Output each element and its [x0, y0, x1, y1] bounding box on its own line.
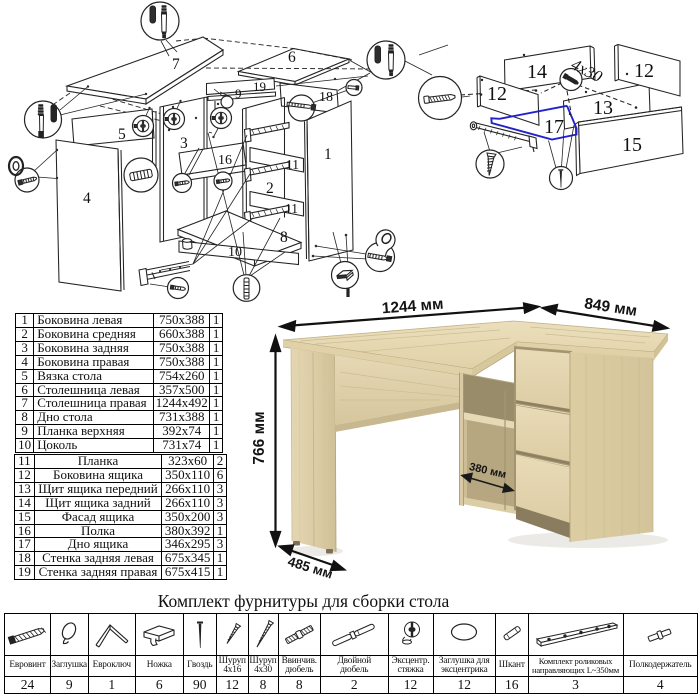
svg-text:4: 4 — [83, 190, 91, 207]
svg-text:7: 7 — [172, 56, 180, 73]
svg-text:8: 8 — [280, 229, 288, 246]
svg-text:3: 3 — [180, 135, 188, 152]
svg-text:11: 11 — [285, 201, 298, 216]
svg-text:5: 5 — [118, 126, 126, 143]
svg-text:1: 1 — [324, 146, 332, 163]
svg-text:17: 17 — [544, 116, 564, 138]
svg-text:1244 мм: 1244 мм — [381, 296, 444, 318]
svg-text:14: 14 — [527, 61, 547, 83]
svg-text:10: 10 — [228, 245, 242, 260]
svg-text:13: 13 — [593, 97, 613, 119]
svg-text:15: 15 — [622, 134, 642, 156]
svg-text:11: 11 — [286, 157, 299, 172]
svg-text:766 мм: 766 мм — [251, 411, 268, 464]
svg-text:16: 16 — [218, 153, 232, 168]
svg-text:9: 9 — [235, 86, 242, 101]
svg-text:12: 12 — [634, 60, 654, 82]
svg-text:19: 19 — [253, 79, 266, 94]
svg-text:18: 18 — [319, 90, 333, 105]
svg-text:6: 6 — [288, 49, 296, 66]
svg-text:12: 12 — [487, 83, 507, 105]
svg-text:2: 2 — [266, 180, 274, 197]
